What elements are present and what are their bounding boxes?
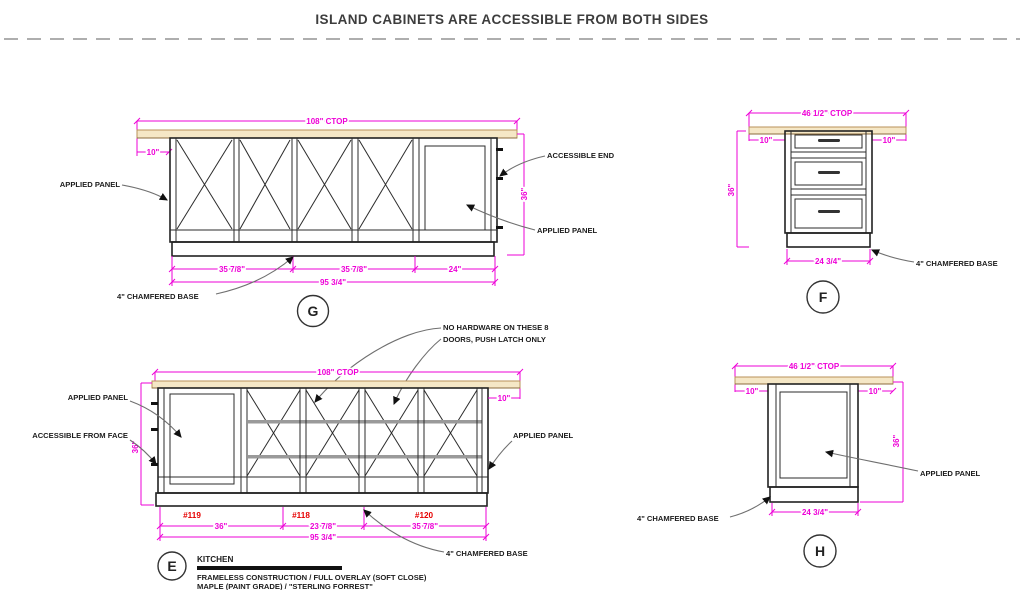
h-overhang-right-dim: 10" [869, 387, 882, 396]
f-drawer-handle-1 [818, 139, 840, 142]
e-accessible-from-face-label: ACCESSIBLE FROM FACE [32, 431, 128, 440]
f-drawer-handle-3 [818, 210, 840, 213]
h-overhang-left-dim: 10" [746, 387, 759, 396]
g-total-dim: 95 3/4" [320, 278, 346, 287]
f-chamfered-base [786, 232, 871, 248]
g-chamfered-base-label: 4" CHAMFERED BASE [117, 292, 199, 301]
h-cabinet-body [767, 383, 859, 488]
e-doors [246, 389, 478, 477]
e-hardware-note-line2: DOORS, PUSH LATCH ONLY [443, 335, 546, 344]
e-stiles [158, 388, 488, 493]
f-drawers [790, 131, 867, 233]
g-dim-3: 24" [449, 265, 462, 274]
h-tag-circle [803, 534, 837, 568]
h-height-dim: 36" [892, 434, 901, 447]
f-tag-circle [806, 280, 840, 314]
e-tag-letter: E [167, 558, 176, 574]
e-cabinet-number-118: #118 [292, 511, 310, 520]
elevation-e: NO HARDWARE ON THESE 8 DOORS, PUSH LATCH… [32, 323, 573, 590]
h-chamfered-base-label: 4" CHAMFERED BASE [637, 514, 719, 523]
spec-line-2: MAPLE (PAINT GRADE) / "STERLING FORREST" [197, 582, 373, 590]
g-tag-letter: G [308, 303, 319, 319]
g-applied-panel-right-label: APPLIED PANEL [537, 226, 598, 235]
f-overhang-left-dim: 10" [760, 136, 773, 145]
elevation-g: 108" CTOP 10" [60, 116, 615, 328]
g-chamfered-base [171, 241, 495, 257]
g-applied-panel-left-label: APPLIED PANEL [60, 180, 121, 189]
e-countertop [151, 380, 521, 389]
g-cabinet-body [169, 137, 498, 243]
e-cabinet-number-119: #119 [183, 511, 201, 520]
h-applied-panel-face [779, 391, 848, 479]
g-end-panel [424, 145, 486, 231]
g-tag-circle [296, 294, 330, 328]
g-ctop-dim: 108" CTOP [306, 117, 348, 126]
e-ctop-dim: 108" CTOP [317, 368, 359, 377]
g-countertop [136, 129, 518, 139]
g-doors [170, 138, 497, 242]
g-overhang-dim: 10" [147, 148, 160, 157]
room-name: KITCHEN [197, 555, 233, 564]
g-dim-1: 35 7/8" [219, 265, 245, 274]
h-tag-letter: H [815, 543, 825, 559]
room-underline-bar [197, 566, 342, 570]
sheet-title: ISLAND CABINETS ARE ACCESSIBLE FROM BOTH… [315, 12, 708, 27]
elevation-f: 46 1/2" CTOP 10" 10" 36" [726, 108, 998, 314]
g-height-dim: 36" [520, 187, 529, 200]
f-tag-letter: F [819, 289, 828, 305]
f-cabinet-body [784, 130, 873, 234]
e-front-panel [169, 393, 235, 485]
e-applied-panel-left-label: APPLIED PANEL [68, 393, 129, 402]
f-height-dim: 36" [727, 183, 736, 196]
h-ctop-dim: 46 1/2" CTOP [789, 362, 840, 371]
f-drawer-handle-2 [818, 171, 840, 174]
h-countertop [734, 376, 894, 385]
h-applied-panel-label: APPLIED PANEL [920, 469, 981, 478]
e-chamfered-base [155, 492, 488, 507]
e-dim-3: 35 7/8" [412, 522, 438, 531]
e-cabinet-number-120: #120 [415, 511, 434, 520]
e-dim-2: 23 7/8" [310, 522, 336, 531]
e-total-dim: 95 3/4" [310, 533, 336, 542]
e-dim-1: 36" [215, 522, 228, 531]
elevation-h: 46 1/2" CTOP 10" 10" 36" 24 3/4" APPLIED… [637, 361, 981, 568]
spec-line-1: FRAMELESS CONSTRUCTION / FULL OVERLAY (S… [197, 573, 427, 582]
g-dim-2: 35 7/8" [341, 265, 367, 274]
e-height-dim: 36" [131, 440, 140, 453]
g-accessible-end-label: ACCESSIBLE END [547, 151, 615, 160]
f-chamfered-base-label: 4" CHAMFERED BASE [916, 259, 998, 268]
f-overhang-right-dim: 10" [883, 136, 896, 145]
f-ctop-dim: 46 1/2" CTOP [802, 109, 853, 118]
e-applied-panel-right-label: APPLIED PANEL [513, 431, 574, 440]
h-chamfered-base [769, 486, 859, 503]
e-overhang-right-dim: 10" [498, 394, 511, 403]
h-width-dim: 24 3/4" [802, 508, 828, 517]
e-tag-circle [157, 551, 187, 581]
f-width-dim: 24 3/4" [815, 257, 841, 266]
e-chamfered-base-label: 4" CHAMFERED BASE [446, 549, 528, 558]
e-hardware-note-line1: NO HARDWARE ON THESE 8 [443, 323, 548, 332]
